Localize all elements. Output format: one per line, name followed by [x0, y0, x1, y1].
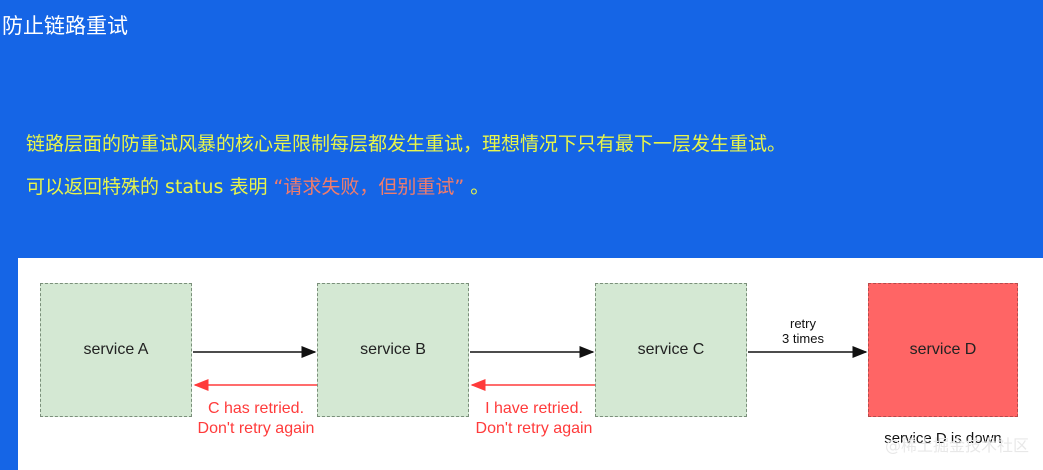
body-line-2-prefix: 可以返回特殊的 status 表明: [26, 176, 268, 198]
message-c-to-a: C has retried. Don't retry again: [186, 399, 326, 439]
service-b-node: service B: [317, 283, 469, 417]
service-a-node: service A: [40, 283, 192, 417]
message-c-to-b-line-2: Don't retry again: [475, 420, 593, 437]
body-line-2: 可以返回特殊的 status 表明 “请求失败，但别重试” 。: [26, 172, 489, 199]
diagram-panel: service A service B service C service D …: [18, 258, 1043, 470]
slide-title: 防止链路重试: [2, 14, 128, 38]
retry-label: retry 3 times: [758, 316, 848, 346]
message-c-to-b-line-1: I have retried.: [485, 400, 583, 417]
body-line-2-quote: “请求失败，但别重试”: [273, 176, 465, 198]
retry-label-line-1: retry: [790, 316, 816, 331]
message-c-to-a-line-1: C has retried.: [207, 400, 305, 417]
service-d-down-label: service D is down: [884, 430, 1002, 447]
message-c-to-a-line-2: Don't retry again: [197, 420, 315, 437]
service-d-node: service D: [868, 283, 1018, 417]
service-c-node: service C: [595, 283, 747, 417]
retry-label-line-2: 3 times: [782, 331, 824, 346]
message-c-to-b: I have retried. Don't retry again: [464, 399, 604, 439]
body-line-1: 链路层面的防重试风暴的核心是限制每层都发生重试，理想情况下只有最下一层发生重试。: [26, 133, 787, 155]
watermark: @稀土掘金技术社区: [884, 436, 1029, 455]
diagram-arrows: [193, 346, 868, 391]
body-line-2-suffix: 。: [470, 176, 490, 198]
